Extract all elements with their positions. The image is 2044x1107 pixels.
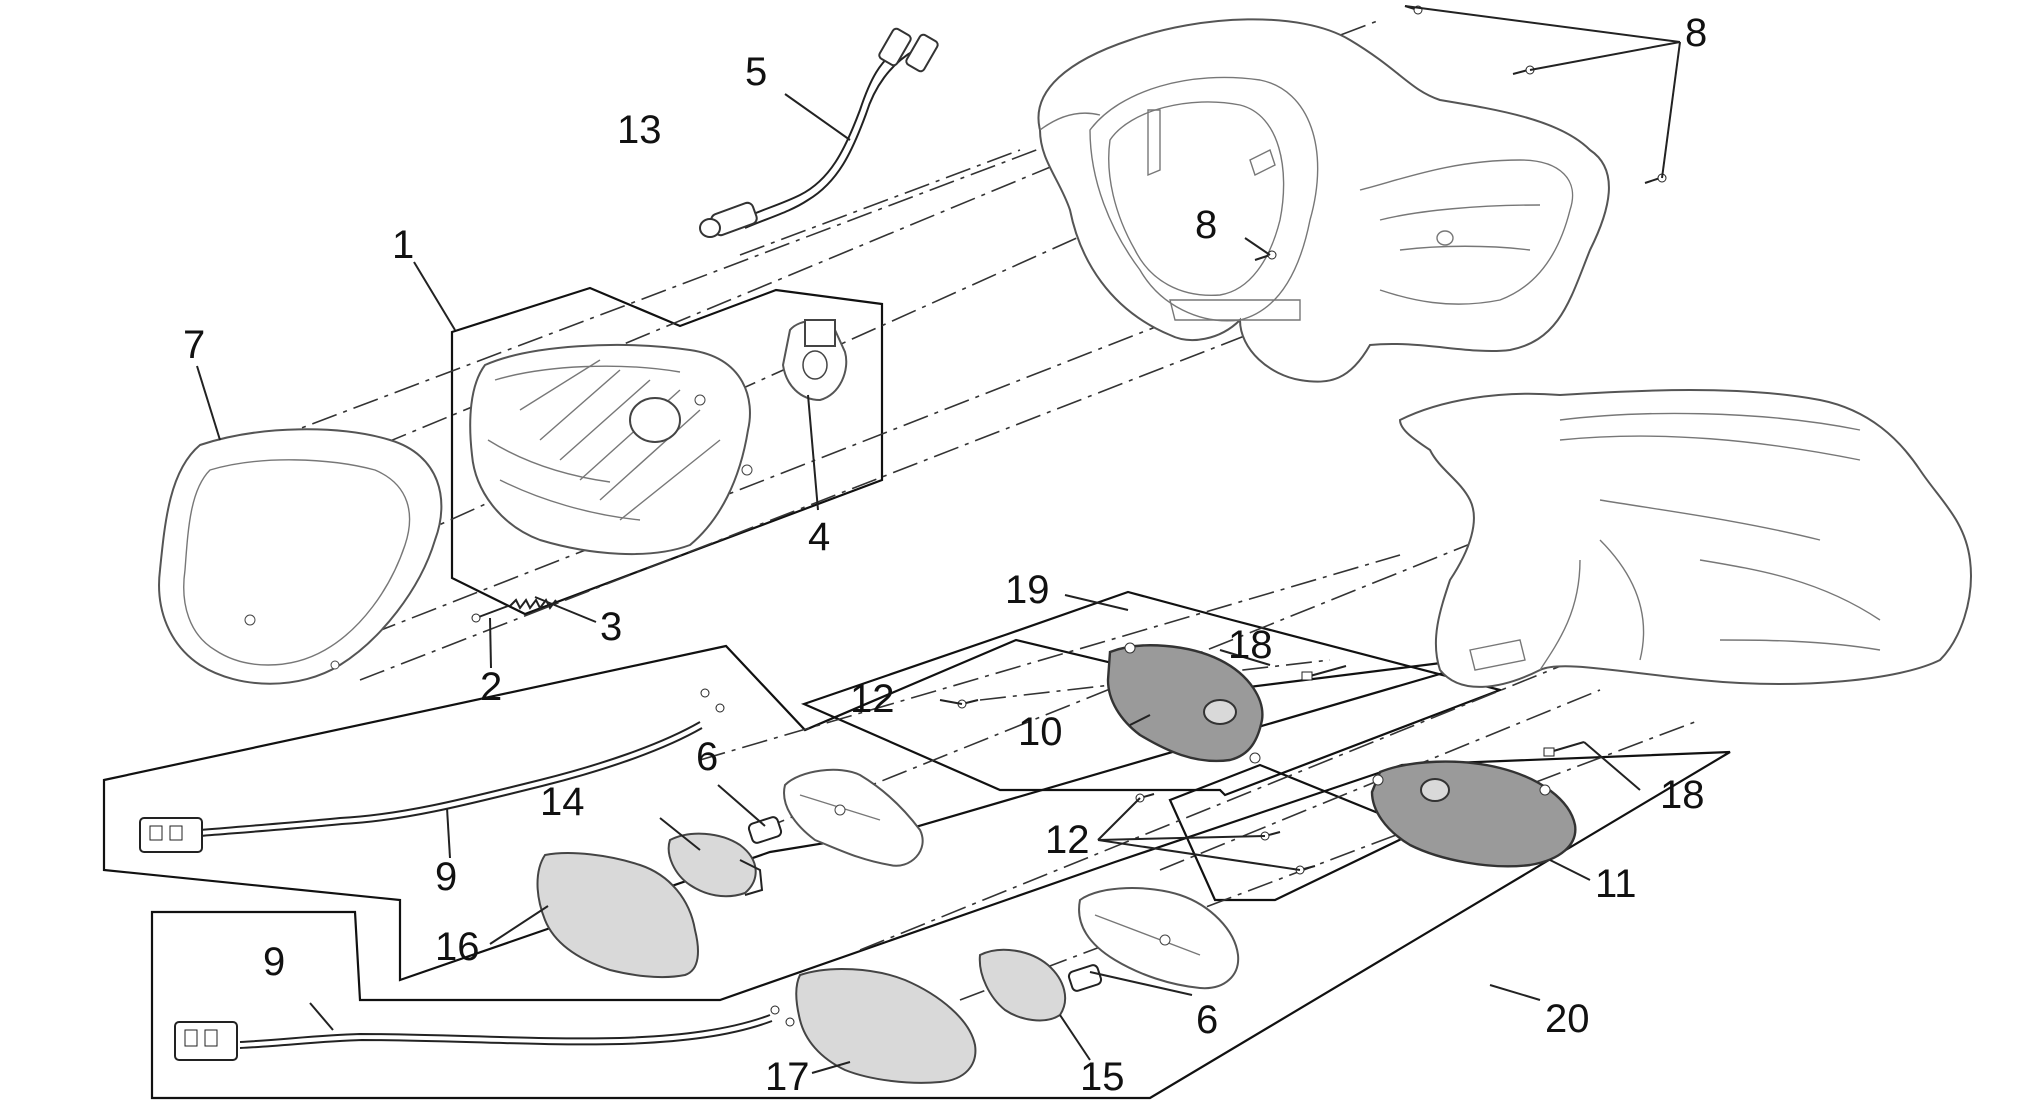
- screw-8-parts: [1254, 5, 1667, 261]
- callout-12-upper: 12: [850, 677, 895, 721]
- callout-6-upper: 6: [696, 735, 718, 779]
- callout-15: 15: [1080, 1055, 1125, 1099]
- indicator-lens-17: [795, 968, 977, 1084]
- bulb-6-lower: [1067, 964, 1103, 992]
- callout-10: 10: [1018, 710, 1063, 754]
- frame-headlight-assembly: [450, 286, 884, 616]
- callout-9-lower: 9: [263, 940, 285, 984]
- screw-18-upper: [1301, 665, 1347, 681]
- headlight-unit-1: [469, 344, 753, 556]
- tail-lamp-11: [1370, 760, 1577, 868]
- handlebar-cover-front: [1037, 18, 1610, 383]
- frame-group-11: [1168, 763, 1423, 902]
- bulb-socket-4: [781, 319, 848, 402]
- indicator-lens-16: [536, 852, 699, 979]
- callout-12-lower: 12: [1045, 818, 1090, 862]
- callout-5: 5: [745, 50, 767, 94]
- callout-19: 19: [1005, 568, 1050, 612]
- bulb-wire-5-13: [699, 27, 939, 238]
- callout-18-lower: 18: [1660, 773, 1705, 817]
- front-body-shell: [1398, 389, 1972, 688]
- callout-8-mid: 8: [1195, 203, 1217, 247]
- frame-rear-indicator-kit-20: [150, 750, 1731, 1100]
- leader-lines: [196, 5, 1681, 1074]
- adjust-screw-2: [471, 605, 509, 623]
- wire-harness-9-lower: [174, 1005, 795, 1061]
- callout-13: 13: [617, 108, 662, 152]
- callout-2: 2: [480, 665, 502, 709]
- callout-18-upper: 18: [1228, 623, 1273, 667]
- headlight-rim-7: [158, 428, 443, 685]
- callout-3: 3: [600, 605, 622, 649]
- callout-6-lower: 6: [1196, 998, 1218, 1042]
- adjust-spring-3: [509, 598, 557, 610]
- callout-8-top: 8: [1685, 11, 1707, 55]
- callout-4: 4: [808, 515, 830, 559]
- callout-9-upper: 9: [435, 855, 457, 899]
- callout-16: 16: [435, 925, 480, 969]
- callout-14: 14: [540, 780, 585, 824]
- callout-17: 17: [765, 1055, 810, 1099]
- lens-holder-14: [667, 832, 764, 898]
- callout-11: 11: [1595, 862, 1637, 906]
- wire-harness-9-upper: [139, 688, 725, 853]
- bulb-6-upper: [747, 816, 783, 844]
- screw-18-lower: [1543, 741, 1585, 757]
- callout-1: 1: [392, 223, 414, 267]
- tail-lamp-10: [1106, 642, 1264, 764]
- screws-12-lower: [1135, 793, 1316, 875]
- frame-group-19: [800, 590, 1504, 797]
- callout-7: 7: [183, 323, 205, 367]
- indicator-housing-plate-lower: [1078, 887, 1240, 990]
- callout-20: 20: [1545, 997, 1590, 1041]
- callout-numbers: 1 2 3 4 5 6 6 7 8 8 9 9 10 11 12 12 13 1…: [183, 11, 1707, 1099]
- lens-holder-15: [978, 948, 1067, 1022]
- indicator-housing-plate: [783, 768, 924, 867]
- screw-8-d: [1254, 250, 1277, 261]
